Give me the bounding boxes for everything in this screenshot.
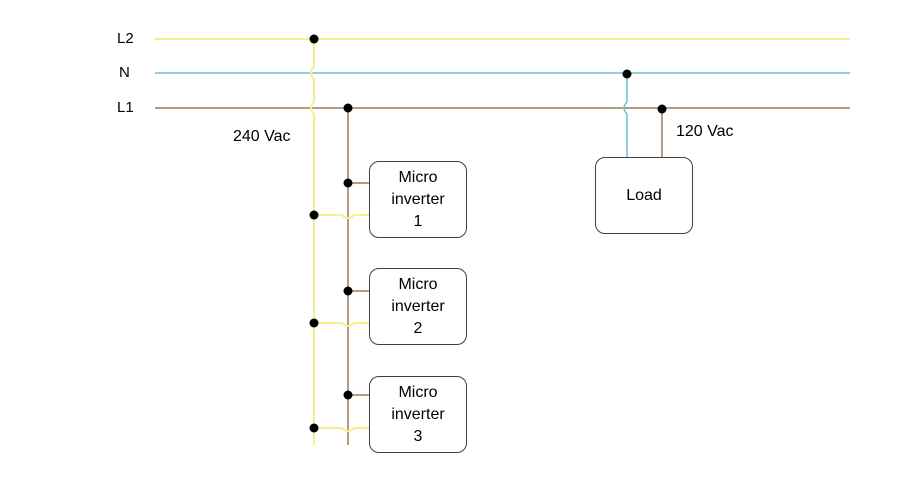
n-label: N	[119, 64, 130, 81]
inverter3-l2-node	[309, 423, 319, 433]
load-box: Load	[595, 157, 693, 234]
l2-vertical-feeder	[310, 39, 315, 445]
n-load-junction-node	[622, 69, 632, 79]
inverter1-l1-node	[343, 178, 353, 188]
micro-inverter-1-line2: inverter	[391, 190, 445, 208]
240-vac-label: 240 Vac	[233, 128, 291, 145]
inverter2-l2-node	[309, 318, 319, 328]
l1-load-junction-node	[657, 104, 667, 114]
inverter2-l2-tap	[314, 322, 370, 327]
inverter3-l1-node	[343, 390, 353, 400]
micro-inverter-3-box: Micro inverter 3	[369, 376, 467, 453]
inverter1-l2-tap	[314, 214, 370, 219]
micro-inverter-3-line2: inverter	[391, 405, 445, 423]
l1-label: L1	[117, 99, 134, 116]
l2-junction-node	[309, 34, 319, 44]
micro-inverter-1-line1: Micro	[398, 168, 438, 186]
micro-inverter-2-box: Micro inverter 2	[369, 268, 467, 345]
l1-junction-node	[343, 103, 353, 113]
micro-inverter-2-line2: inverter	[391, 297, 445, 315]
120-vac-label: 120 Vac	[676, 123, 734, 140]
micro-inverter-1-line3: 1	[413, 212, 423, 230]
inverter1-l2-node	[309, 210, 319, 220]
micro-inverter-3-line1: Micro	[398, 383, 438, 401]
micro-inverter-1-box: Micro inverter 1	[369, 161, 467, 238]
inverter2-l1-node	[343, 286, 353, 296]
inverter3-l2-tap	[314, 427, 370, 432]
l2-label: L2	[117, 30, 134, 47]
micro-inverter-2-line1: Micro	[398, 275, 438, 293]
load-n-drop	[623, 73, 628, 158]
load-label: Load	[626, 186, 662, 204]
micro-inverter-3-line3: 3	[413, 427, 423, 445]
micro-inverter-2-line3: 2	[413, 319, 423, 337]
